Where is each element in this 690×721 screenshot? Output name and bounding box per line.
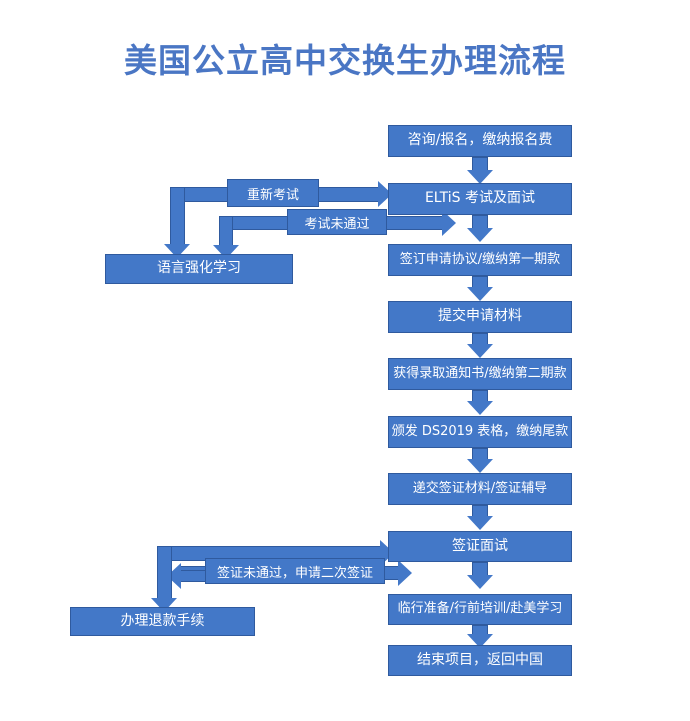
node-agreement[interactable]: 签订申请协议/缴纳第一期款 xyxy=(388,244,572,276)
arrow-head-examfailed-right xyxy=(442,210,456,236)
node-finish-return-label: 结束项目，返回中国 xyxy=(417,651,543,668)
node-consult-label: 咨询/报名，缴纳报名费 xyxy=(407,132,553,149)
node-visa-interview[interactable]: 签证面试 xyxy=(388,531,572,562)
node-language-study-label: 语言强化学习 xyxy=(157,260,241,277)
edge-label-retake: 重新考试 xyxy=(227,179,319,207)
node-finish-return[interactable]: 结束项目，返回中国 xyxy=(388,645,572,676)
node-agreement-label: 签订申请协议/缴纳第一期款 xyxy=(399,251,561,267)
edge-label-visa-failed-text: 签证未通过，申请二次签证 xyxy=(216,565,373,581)
edge-label-exam-failed: 考试未通过 xyxy=(287,209,387,235)
arrow-head-visafailed-second xyxy=(398,560,412,586)
arrow-head-interview-to-departure xyxy=(467,575,493,589)
arrow-head-admission-to-ds2019 xyxy=(467,401,493,415)
arrow-shaft-refund-vertical xyxy=(157,546,172,602)
node-admission-label: 获得录取通知书/缴纳第二期款 xyxy=(393,365,567,381)
node-ds2019[interactable]: 颁发 DS2019 表格，缴纳尾款 xyxy=(388,416,572,448)
arrow-head-visadocs-to-interview xyxy=(467,516,493,530)
arrow-head-departure-to-finish xyxy=(467,634,493,648)
edge-label-exam-failed-text: 考试未通过 xyxy=(304,216,370,232)
node-departure-prep-label: 临行准备/行前培训/赴美学习 xyxy=(397,601,563,617)
node-admission[interactable]: 获得录取通知书/缴纳第二期款 xyxy=(388,358,572,390)
edge-label-retake-text: 重新考试 xyxy=(246,187,299,203)
node-language-study[interactable]: 语言强化学习 xyxy=(105,254,293,284)
node-visa-interview-label: 签证面试 xyxy=(452,537,508,554)
arrow-head-eltis-to-agreement xyxy=(467,228,493,242)
node-refund-label: 办理退款手续 xyxy=(120,612,205,629)
node-eltis-label: ELTiS 考试及面试 xyxy=(424,190,536,207)
node-submit-materials[interactable]: 提交申请材料 xyxy=(388,301,572,333)
arrow-head-consult-to-eltis xyxy=(467,170,493,184)
page-title: 美国公立高中交换生办理流程 xyxy=(124,41,566,80)
node-eltis[interactable]: ELTiS 考试及面试 xyxy=(388,183,572,215)
node-visa-documents[interactable]: 递交签证材料/签证辅导 xyxy=(388,473,572,505)
node-consult[interactable]: 咨询/报名，缴纳报名费 xyxy=(388,125,572,157)
arrow-shaft-retake-vertical xyxy=(170,187,185,247)
node-ds2019-label: 颁发 DS2019 表格，缴纳尾款 xyxy=(391,423,569,439)
node-submit-materials-label: 提交申请材料 xyxy=(438,308,522,325)
arrow-head-agreement-to-materials xyxy=(467,287,493,301)
arrow-head-materials-to-admission xyxy=(467,344,493,358)
node-visa-documents-label: 递交签证材料/签证辅导 xyxy=(412,480,548,496)
edge-label-visa-failed: 签证未通过，申请二次签证 xyxy=(205,558,385,584)
arrow-shaft-examfailed-vertical xyxy=(219,216,233,248)
node-departure-prep[interactable]: 临行准备/行前培训/赴美学习 xyxy=(388,594,572,625)
node-refund[interactable]: 办理退款手续 xyxy=(70,607,255,636)
arrow-head-ds2019-to-visadocs xyxy=(467,459,493,473)
